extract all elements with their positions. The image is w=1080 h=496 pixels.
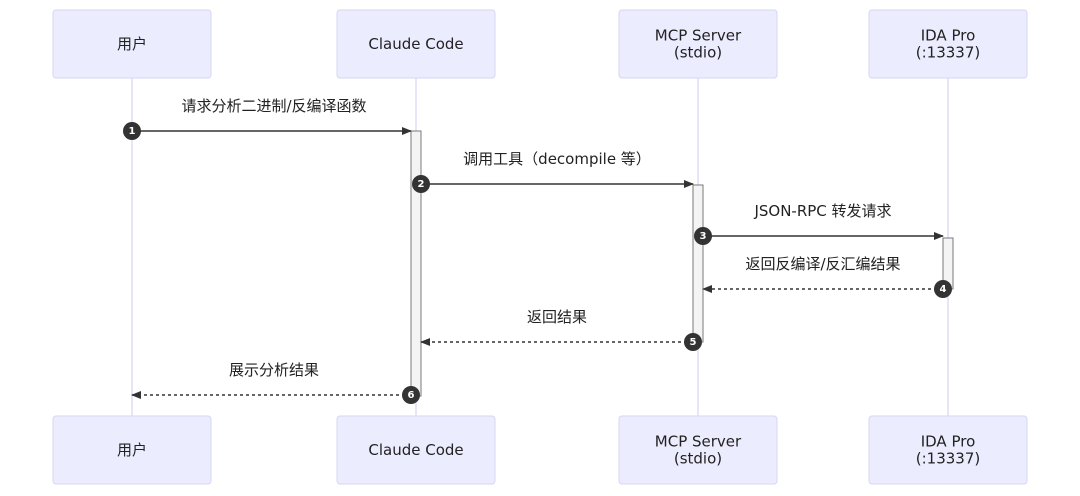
participant-box [618, 9, 778, 79]
participant-box [52, 415, 212, 485]
participant-label: MCP Server [655, 433, 742, 451]
sequence-number: 5 [690, 337, 697, 348]
sequence-number-badge [694, 227, 712, 245]
participant-mcp-top: MCP Server(stdio) [618, 9, 778, 79]
participant-claude-bottom: Claude Code [336, 415, 496, 485]
message-label: 请求分析二进制/反编译函数 [181, 97, 366, 115]
sequence-number-badge [412, 175, 430, 193]
sequence-number-badge [934, 280, 952, 298]
participant-ida-bottom: IDA Pro(:13337) [868, 415, 1028, 485]
participant-ida-top: IDA Pro(:13337) [868, 9, 1028, 79]
participant-label: 用户 [117, 441, 147, 459]
sequence-number-badge [684, 333, 702, 351]
message-4: 返回反编译/反汇编结果 4 [702, 255, 952, 298]
participant-label: 用户 [117, 35, 147, 53]
participant-label: MCP Server [655, 27, 742, 45]
message-label: 返回反编译/反汇编结果 [745, 255, 900, 273]
message-2: 调用工具（decompile 等） 2 [412, 150, 694, 193]
message-label: 返回结果 [527, 308, 587, 326]
participant-label: (:13337) [916, 450, 980, 468]
participant-label: (stdio) [674, 44, 722, 62]
participant-box [618, 415, 778, 485]
sequence-number: 3 [700, 231, 707, 242]
participant-box [336, 9, 496, 79]
activation-bar-mcp [692, 184, 704, 343]
message-1: 请求分析二进制/反编译函数 1 [123, 97, 412, 140]
sequence-number: 4 [940, 284, 947, 295]
message-label: 展示分析结果 [229, 361, 319, 379]
participant-label: Claude Code [368, 35, 463, 53]
participant-box [336, 415, 496, 485]
participant-label: (stdio) [674, 450, 722, 468]
participant-user-bottom: 用户 [52, 415, 212, 485]
participant-label: (:13337) [916, 44, 980, 62]
message-label: JSON-RPC 转发请求 [753, 202, 891, 220]
participant-label: IDA Pro [921, 433, 976, 451]
message-label: 调用工具（decompile 等） [463, 150, 651, 168]
participant-label: Claude Code [368, 441, 463, 459]
participant-label: IDA Pro [921, 27, 976, 45]
participant-box [868, 415, 1028, 485]
participant-box [868, 9, 1028, 79]
sequence-number: 1 [129, 126, 136, 137]
activation-bar-claude [410, 130, 422, 397]
message-6: 展示分析结果 6 [131, 361, 420, 404]
sequence-number-badge [402, 386, 420, 404]
sequence-number: 2 [418, 179, 425, 190]
participant-user-top: 用户 [52, 9, 212, 79]
message-3: JSON-RPC 转发请求 3 [694, 202, 944, 245]
sequence-number: 6 [408, 390, 415, 401]
message-5: 返回结果 5 [420, 308, 702, 351]
participant-mcp-bottom: MCP Server(stdio) [618, 415, 778, 485]
sequence-number-badge [123, 122, 141, 140]
participant-box [52, 9, 212, 79]
participant-claude-top: Claude Code [336, 9, 496, 79]
